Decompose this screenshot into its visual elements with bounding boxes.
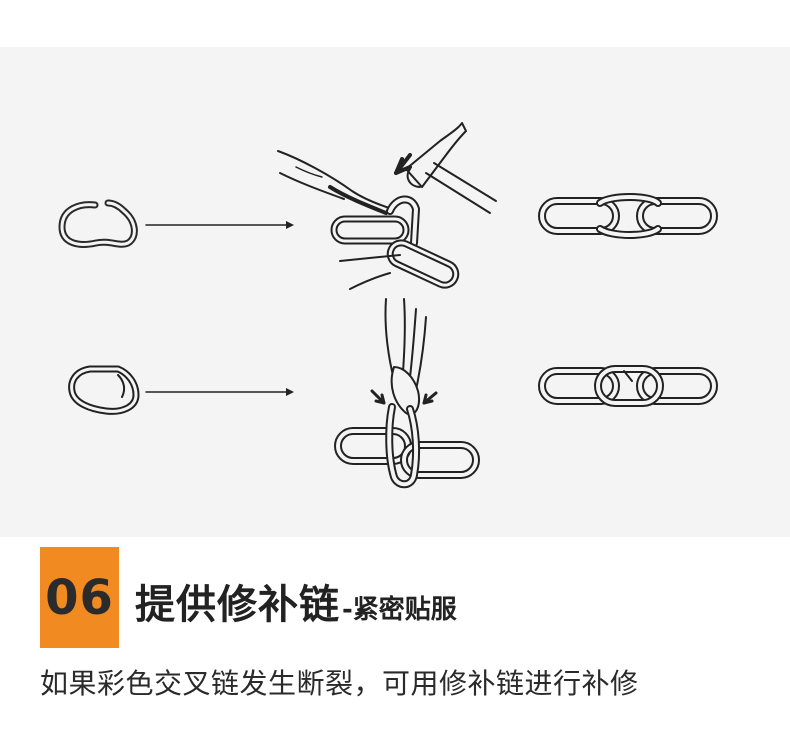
repair-steps-illustration (58, 122, 718, 489)
repaired-chain-top (538, 193, 718, 239)
illustration-panel (0, 47, 790, 537)
section-subtitle: -紧密贴服 (342, 595, 457, 625)
arrow-icon (145, 221, 294, 229)
crushed-repair-link-icon (68, 365, 140, 415)
hammer-and-pliers-closing-link (277, 122, 497, 290)
step-number-badge: 06 (40, 547, 119, 648)
step-number: 06 (45, 569, 114, 626)
section-description: 如果彩色交叉链发生断裂，可用修补链进行补修 (40, 667, 639, 700)
arrow-icon (145, 388, 294, 396)
pliers-pinching-link (334, 298, 480, 489)
open-repair-link-icon (58, 199, 138, 248)
repaired-chain-bottom (538, 365, 718, 407)
section-title-row: 提供修补链 -紧密贴服 (135, 572, 457, 628)
section-title: 提供修补链 (135, 582, 340, 628)
